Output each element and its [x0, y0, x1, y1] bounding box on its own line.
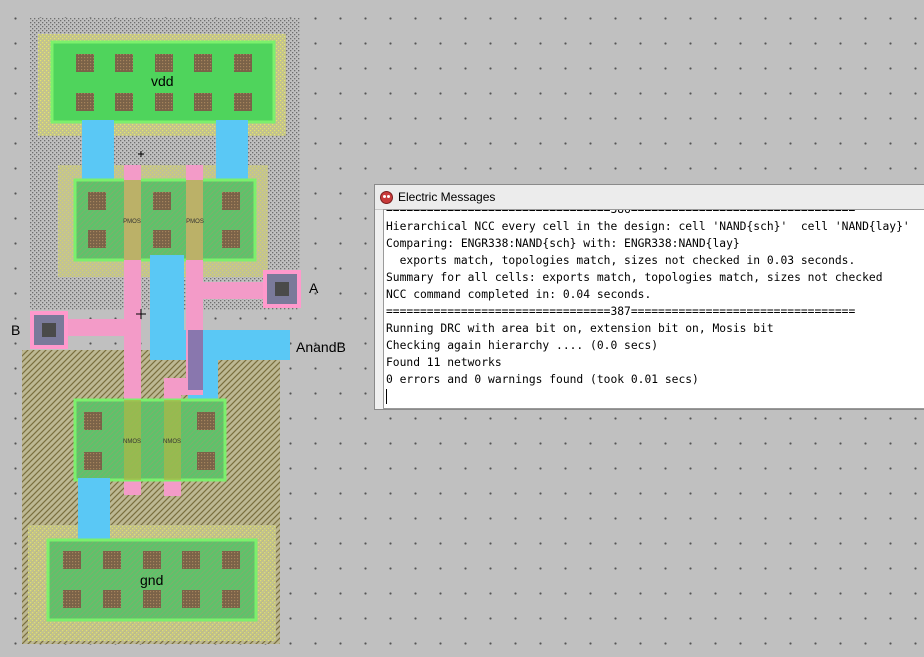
message-line: Checking again hierarchy .... (0.0 secs) — [386, 339, 659, 352]
vdd-strap-right[interactable] — [216, 120, 248, 180]
pmos-gate-overlap-left — [124, 180, 141, 260]
messages-text-area[interactable]: =================================386====… — [383, 209, 924, 409]
nmos-label-right: NMOS — [163, 439, 181, 445]
messages-window[interactable]: Electric Messages ======================… — [374, 184, 924, 410]
export-pin-b-center — [42, 323, 56, 337]
export-pin-a-center — [275, 282, 289, 296]
message-line: NCC command completed in: 0.04 seconds. — [386, 288, 652, 301]
export-label-out: AnandB — [296, 339, 346, 355]
message-line: Hierarchical NCC every cell in the desig… — [386, 220, 910, 233]
export-pin-b[interactable] — [30, 311, 68, 349]
vdd-strap-left[interactable] — [82, 120, 114, 180]
text-caret — [386, 389, 387, 404]
gnd-strap[interactable] — [78, 478, 110, 548]
messages-titlebar[interactable]: Electric Messages — [375, 185, 924, 210]
contacts — [63, 54, 252, 608]
gnd-label: gnd — [140, 572, 164, 588]
message-line: =================================387====… — [386, 305, 856, 318]
message-line: Summary for all cells: exports match, to… — [386, 271, 883, 284]
out-metal-horizontal[interactable] — [150, 330, 290, 360]
nmos-label-left: NMOS — [123, 439, 141, 445]
pmos-label-right: PMOS — [186, 219, 204, 225]
poly-metal-overlap — [188, 330, 203, 390]
pmos-label-left: PMOS — [123, 219, 141, 225]
electric-app-icon — [380, 190, 393, 204]
message-line: Comparing: ENGR338:NAND{sch} with: ENGR3… — [386, 237, 740, 250]
poly-a-stub[interactable] — [186, 282, 284, 299]
nmos-gate-overlap-left — [124, 400, 141, 480]
crosshair-marker — [136, 151, 146, 319]
vdd-label: vdd — [151, 73, 174, 89]
nmos-gate-overlap-right — [164, 400, 181, 480]
message-line: Running DRC with area bit on, extension … — [386, 322, 774, 335]
pmos-gate-overlap-right — [186, 180, 203, 260]
message-line: exports match, topologies match, sizes n… — [386, 254, 856, 267]
messages-title: Electric Messages — [398, 190, 496, 204]
message-line: 0 errors and 0 warnings found (took 0.01… — [386, 373, 699, 386]
poly-b-stub[interactable] — [60, 319, 141, 336]
message-line: =================================386====… — [386, 209, 856, 216]
export-label-a: A — [309, 280, 319, 296]
export-label-b: B — [11, 322, 21, 338]
message-line: Found 11 networks — [386, 356, 502, 369]
